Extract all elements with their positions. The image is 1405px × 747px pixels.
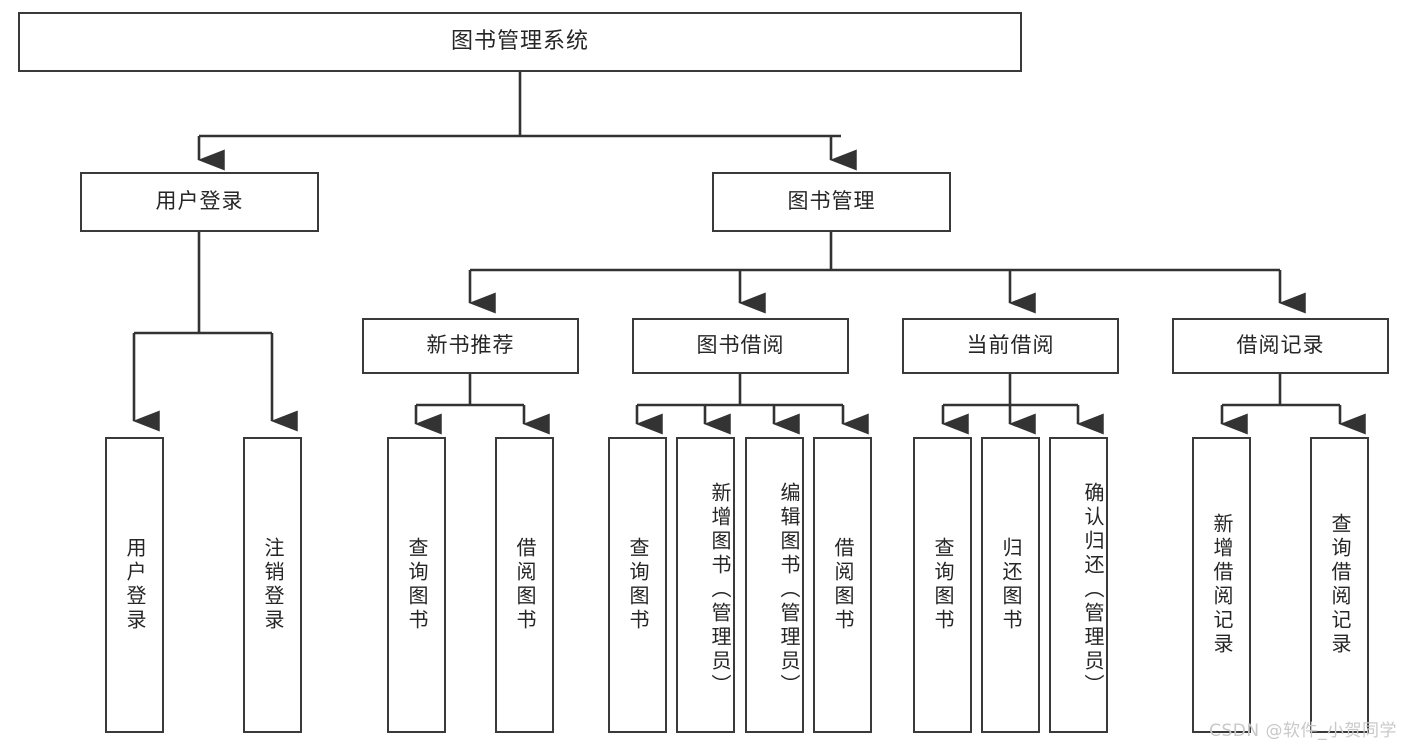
leaf-user-login-signin[interactable]: 用户登录	[105, 437, 164, 733]
node-book-management[interactable]: 图书管理	[712, 172, 951, 232]
node-current-borrow[interactable]: 当前借阅	[902, 318, 1119, 374]
node-user-login[interactable]: 用户登录	[80, 172, 319, 232]
leaf-recommend-borrow-book[interactable]: 借阅图书	[495, 437, 554, 733]
node-borrow-record[interactable]: 借阅记录	[1172, 318, 1389, 374]
leaf-current-query-book[interactable]: 查询图书	[913, 437, 972, 733]
leaf-current-confirm-return-admin[interactable]: 确认归还（管理员）	[1049, 437, 1108, 733]
node-book-borrow[interactable]: 图书借阅	[632, 318, 849, 374]
leaf-borrow-query-book[interactable]: 查询图书	[608, 437, 667, 733]
leaf-record-query-record[interactable]: 查询借阅记录	[1310, 437, 1369, 733]
leaf-record-add-record[interactable]: 新增借阅记录	[1192, 437, 1251, 733]
leaf-user-login-signout[interactable]: 注销登录	[243, 437, 302, 733]
leaf-borrow-borrow-book[interactable]: 借阅图书	[813, 437, 872, 733]
leaf-borrow-add-book-admin[interactable]: 新增图书（管理员）	[676, 437, 735, 733]
node-new-book-recommend[interactable]: 新书推荐	[362, 318, 579, 374]
leaf-borrow-edit-book-admin[interactable]: 编辑图书（管理员）	[745, 437, 804, 733]
leaf-recommend-query-book[interactable]: 查询图书	[387, 437, 446, 733]
node-root-system[interactable]: 图书管理系统	[18, 12, 1022, 72]
leaf-current-return-book[interactable]: 归还图书	[981, 437, 1040, 733]
